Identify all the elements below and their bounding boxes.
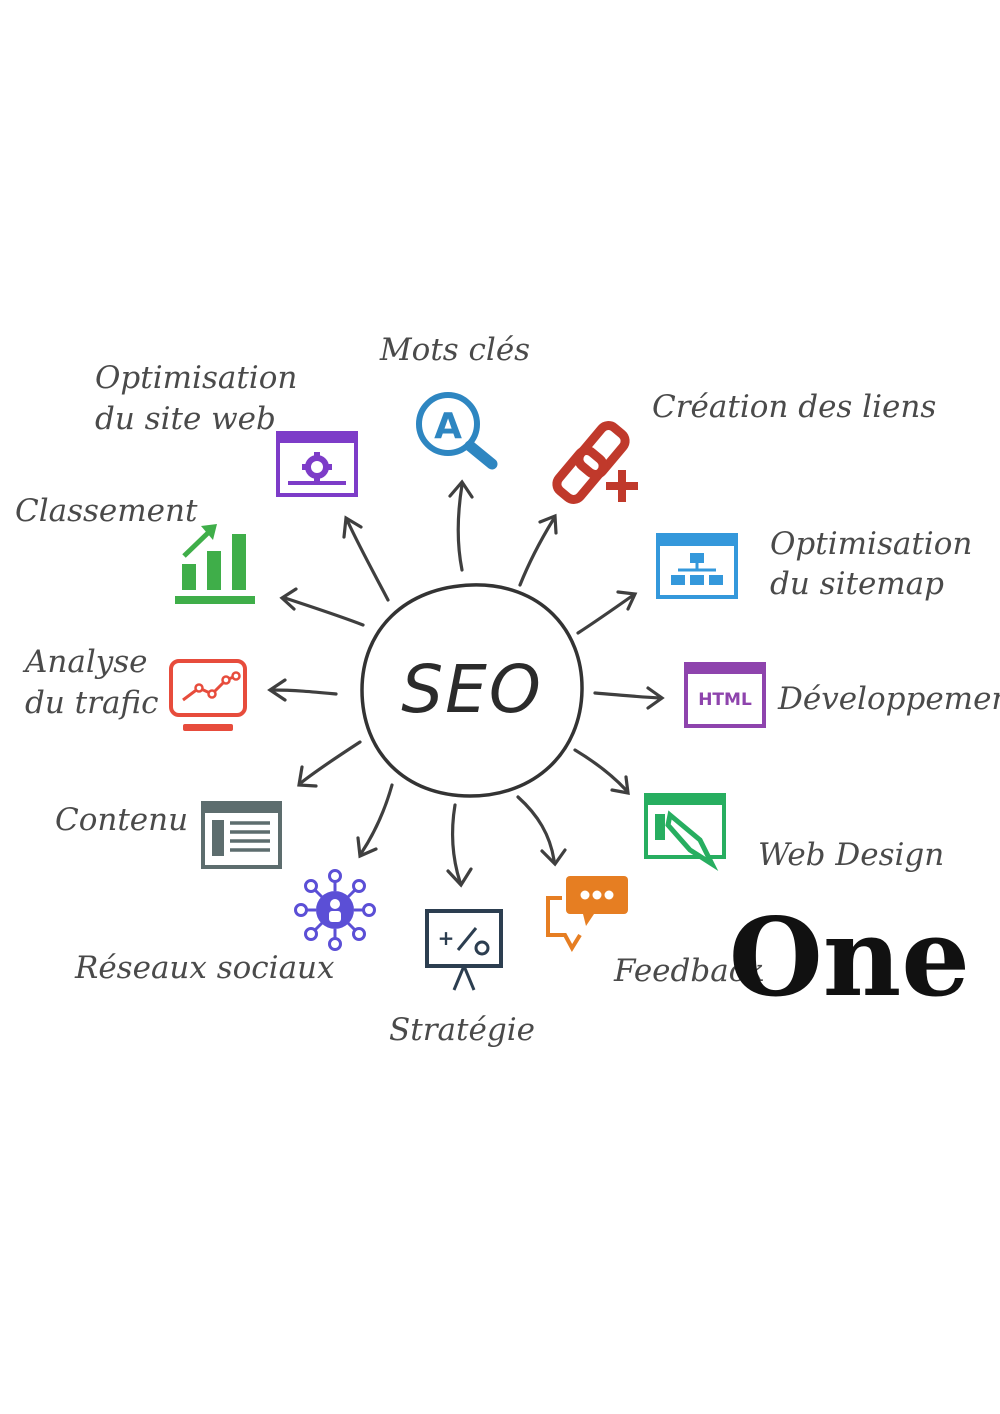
label-mots-cles: Mots clés (379, 332, 530, 368)
sitemap-window-icon (656, 533, 738, 599)
one-logo: One (729, 895, 970, 1021)
arrow-head-classement (279, 587, 298, 611)
arrow-head-mots-cles (448, 479, 474, 499)
node-web-design: Web Design (644, 793, 944, 873)
arrow-head-optimisation-site (342, 515, 363, 539)
document-icon (201, 801, 282, 869)
node-creation-liens: Création des liens (552, 389, 936, 504)
arrow-creation-liens (518, 518, 555, 587)
arrow-optimisation-site (346, 520, 390, 602)
speech-bubbles-icon (546, 876, 628, 953)
arrow-web-design (573, 748, 628, 792)
seo-center: SEO (360, 583, 584, 798)
node-developpement: Développement HTML (684, 662, 1000, 728)
arrow-analyse (270, 688, 338, 696)
html-window-icon: HTML (684, 662, 766, 728)
label-feedback: Feedback (613, 953, 765, 989)
label-web-design: Web Design (758, 837, 944, 873)
node-analyse-trafic: Analyse du trafic (22, 644, 247, 731)
arrow-reseaux (360, 783, 394, 854)
arrow-feedback (516, 795, 556, 862)
svg-text:A: A (434, 406, 462, 447)
arrow-head-contenu (297, 765, 318, 788)
node-feedback: Feedback (546, 876, 765, 989)
label-sitemap-line1: Optimisation (770, 526, 972, 562)
arrow-sitemap (576, 594, 634, 635)
gear-window-icon (276, 431, 358, 497)
arrow-head-strategie (446, 867, 473, 888)
center-label: SEO (401, 651, 543, 728)
magnifier-a-icon: A (416, 392, 498, 470)
chain-link-plus-icon (552, 421, 638, 504)
bar-chart-icon (175, 524, 255, 604)
arrow-head-creation-liens (538, 513, 558, 535)
label-optim-site-line2: du site web (95, 401, 276, 437)
node-optimisation-sitemap: Optimisation du sitemap (656, 526, 972, 602)
center-circle (360, 583, 584, 798)
node-strategie: Stratégie + (389, 909, 535, 1048)
label-reseaux-sociaux: Réseaux sociaux (74, 950, 335, 986)
arrow-head-developpement (646, 686, 665, 710)
social-network-icon (294, 869, 376, 951)
svg-text:+: + (438, 926, 455, 950)
label-creation-liens: Création des liens (652, 389, 936, 425)
node-mots-cles: Mots clés A (379, 332, 530, 470)
arrow-strategie (450, 803, 462, 884)
node-optimisation-site: Optimisation du site web (95, 360, 358, 497)
arrow-head-feedback (540, 848, 567, 867)
arrow-head-sitemap (616, 590, 638, 611)
label-developpement: Développement (777, 681, 1000, 717)
html-icon-text: HTML (698, 690, 752, 710)
arrow-mots-cles (456, 483, 464, 572)
label-analyse-line2: du trafic (25, 685, 158, 721)
arrows (267, 479, 665, 888)
logo-text: One (729, 895, 970, 1021)
node-contenu: Contenu (55, 801, 282, 869)
arrow-classement (283, 596, 365, 627)
web-design-window-icon (644, 793, 726, 871)
label-strategie: Stratégie (389, 1012, 535, 1048)
analytics-monitor-icon (169, 659, 247, 731)
strategy-board-icon: + (425, 909, 503, 991)
arrow-developpement (593, 691, 662, 700)
label-optim-site-line1: Optimisation (95, 360, 297, 396)
label-sitemap-line2: du sitemap (770, 566, 944, 602)
node-reseaux-sociaux: Réseaux sociaux (74, 869, 376, 986)
arrow-head-web-design (610, 775, 630, 795)
arrow-contenu (300, 740, 362, 784)
arrow-head-reseaux (356, 836, 378, 859)
arrow-head-analyse (267, 678, 287, 702)
label-contenu: Contenu (55, 802, 188, 838)
node-classement: Classement (15, 493, 255, 604)
label-classement: Classement (15, 493, 198, 529)
label-analyse-line1: Analyse (22, 644, 148, 680)
